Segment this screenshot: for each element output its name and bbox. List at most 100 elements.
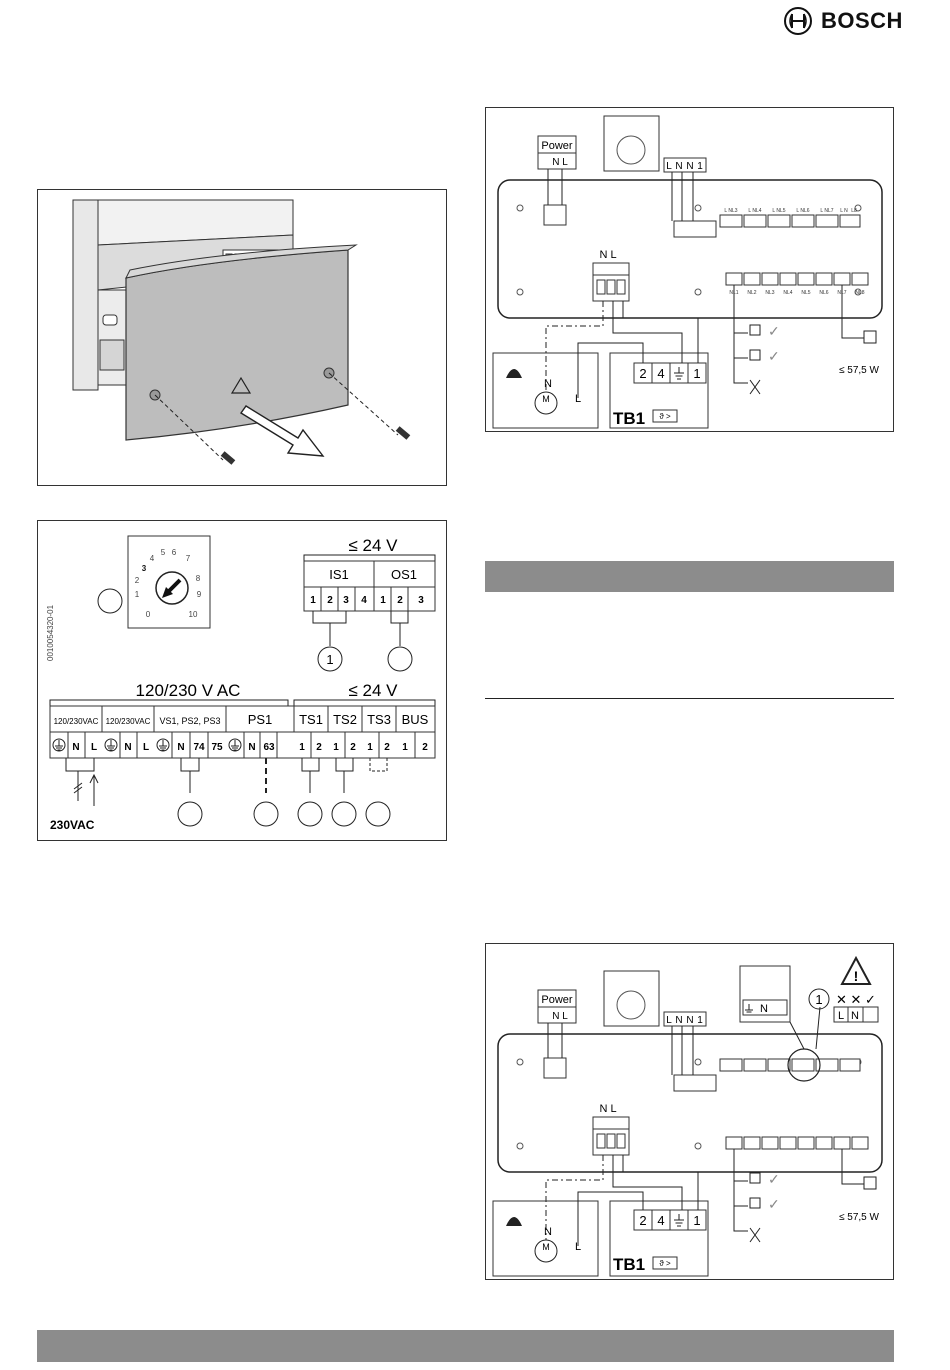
tb1b-terminal-1: 1 [693,1213,700,1228]
terminal-ts1-2: 2 [316,742,322,753]
group-label-1: 120/230VAC [54,717,99,726]
terminal-n-1: N [72,742,79,753]
top-label-3: L NL5 [772,208,785,214]
is-terminal-2: 2 [327,595,333,606]
terminal-dial-diagram: 0 1 2 3 4 5 6 7 8 9 10 ≤ 24 V IS1 OS1 1 … [49,535,436,832]
dial-number-9: 9 [197,590,202,599]
terminal-l-2: L [143,742,149,753]
module-board-2 [497,1033,883,1173]
group-label-3: VS1, PS2, PS3 [159,716,220,726]
wiring-diagram-2: Power N L L N N 1 N ! 1 ✕ ✕ ✓ L N [485,943,894,1280]
pump-l-label-1: L [575,393,581,405]
power-limit-2: ≤ 57,5 W [839,1212,880,1223]
tb1b-terminal-2: 2 [639,1213,646,1228]
group-label-2: 120/230VAC [106,717,151,726]
cross-marks: ✕ ✕ ✓ [836,992,876,1007]
dial-number-6: 6 [172,548,177,557]
dial-number-8: 8 [196,574,201,583]
supply-label: 230VAC [50,818,95,832]
relay-terminal-1: 1 [697,161,703,172]
module-board-1 [497,179,883,319]
check-mark-icon: ✓ [768,348,780,364]
callout-empty-g [365,801,391,827]
low-voltage-label-bottom: ≤ 24 V [348,681,398,700]
terminal-ts3-1: 1 [367,742,373,753]
low-voltage-label-top: ≤ 24 V [348,536,398,555]
bosch-logo: BOSCH [783,6,903,36]
wiring-diagram-2-svg: Power N L L N N 1 N ! 1 ✕ ✕ ✓ L N [492,955,883,1277]
tb1-label-2: TB1 [613,1255,645,1274]
dial-number-3: 3 [142,564,147,573]
group-label-7: TS3 [367,712,391,727]
module-terminals-2: N L [599,1103,616,1115]
terminal-75: 75 [211,742,223,753]
bottom-label-2: NL2 [747,290,756,296]
dial-number-4: 4 [150,554,155,563]
dial-number-2: 2 [135,576,140,585]
os-group-label: OS1 [391,567,417,582]
callout-empty-c [177,801,203,827]
callout-1: 1 [326,652,333,667]
svg-text:!: ! [854,968,859,984]
motor-label-2: M [542,1242,550,1252]
terminal-ts2-2: 2 [350,742,356,753]
tb1-terminal-2: 2 [639,366,646,381]
dial-number-0: 0 [146,610,151,619]
ln-terminal-l: L [838,1010,844,1022]
high-voltage-label: 120/230 V AC [136,681,241,700]
relay-terminal-l: L [666,161,672,172]
bottom-label-6: NL6 [819,290,828,296]
check-mark-icon: ✓ [768,1196,780,1212]
terminal-n-4: N [248,742,255,753]
is-terminal-3: 3 [343,595,349,606]
relay2-terminal-l: L [666,1015,672,1026]
bottom-label-3: NL3 [765,290,774,296]
motor-label-1: M [542,394,550,404]
top-label-7: L8 [851,208,857,214]
top-label-1: L NL3 [724,208,737,214]
callout-empty-b [387,646,413,672]
warning-icon [840,955,872,985]
group-label-4: PS1 [248,712,273,727]
power-terminals-1: N L [552,157,568,168]
relay-terminal-n2: N [686,161,693,172]
terminal-63: 63 [263,742,275,753]
check-mark-icon: ✓ [768,1171,780,1187]
os-terminal-1: 1 [380,595,386,606]
group-label-6: TS2 [333,712,357,727]
callout-empty-e [297,801,323,827]
tb1-label-1: TB1 [613,409,645,428]
terminal-bus-2: 2 [422,742,428,753]
terminal-l-1: L [91,742,97,753]
tb1-terminal-1: 1 [693,366,700,381]
bosch-armature-icon [784,7,812,35]
cover-removal-figure [37,189,447,486]
terminal-n-3: N [177,742,184,753]
brand-name: BOSCH [821,8,903,33]
pump-l-label-2: L [575,1241,581,1253]
footer-heading-bar [37,1330,894,1362]
os-terminal-3: 3 [418,595,424,606]
relay2-terminal-n1: N [675,1015,682,1026]
top-label-4: L NL6 [796,208,809,214]
tb1b-terminal-4: 4 [657,1213,664,1228]
figure-code: 0010054320-01 [46,604,55,661]
check-mark-icon: ✓ [768,323,780,339]
tb1-terminal-4: 4 [657,366,664,381]
callout-empty-a [97,588,123,614]
callout-1-diagram-2: 1 [815,992,822,1007]
dial-number-10: 10 [189,610,198,619]
wiring-diagram-1: Power N L L N N 1 L NL3 [485,107,894,432]
group-label-8: BUS [402,712,429,727]
is-group-label: IS1 [329,567,349,582]
dial-number-1: 1 [135,590,140,599]
power-terminals-2: N L [552,1011,568,1022]
os-terminal-2: 2 [397,595,403,606]
top-label-5: L NL7 [820,208,833,214]
tb1-symbol-2: ϑ > [659,1259,671,1268]
relay-terminal-n1: N [675,161,682,172]
wiring-diagram-1-svg: Power N L L N N 1 L NL3 [492,115,883,429]
bottom-label-4: NL4 [783,290,792,296]
is-terminal-4: 4 [361,595,367,606]
pump-n-label-1: N [544,378,552,390]
